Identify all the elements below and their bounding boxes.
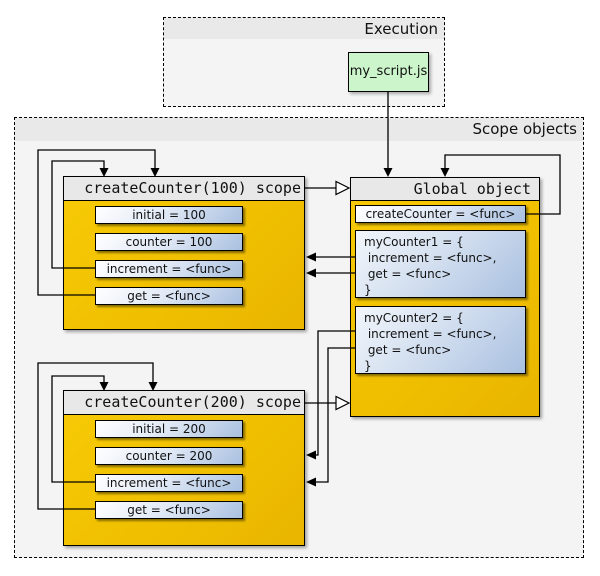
myCounter2-line3: get = <func> [364, 343, 452, 357]
myCounter1-line1: myCounter1 = { [364, 235, 464, 249]
scope100-box: createCounter(100) scope initial = 100 c… [63, 176, 305, 330]
global-object-title: Global object [351, 178, 539, 201]
scope100-var-initial: initial = 100 [95, 206, 243, 224]
execution-group-title: Execution [164, 18, 444, 39]
scope200-var-counter: counter = 200 [95, 447, 243, 465]
scope200-title: createCounter(200) scope [64, 391, 304, 415]
myCounter2-line2: increment = <func>, [364, 327, 497, 341]
scope100-var-get: get = <func> [95, 287, 243, 305]
scope100-title: createCounter(100) scope [64, 177, 304, 201]
global-object-box: Global object createCounter = <func> myC… [350, 177, 540, 417]
global-var-createCounter: createCounter = <func> [355, 205, 526, 223]
scope200-var-get: get = <func> [95, 501, 243, 519]
scope200-var-initial: initial = 200 [95, 420, 243, 438]
scope200-var-increment: increment = <func> [95, 474, 243, 492]
scope-objects-group-title: Scope objects [15, 118, 583, 141]
scope100-var-increment: increment = <func> [95, 260, 243, 278]
scope200-box: createCounter(200) scope initial = 200 c… [63, 390, 305, 546]
script-node: my_script.js [348, 52, 429, 92]
global-var-myCounter1: myCounter1 = { increment = <func>, get =… [355, 230, 526, 298]
myCounter1-line4: } [364, 283, 372, 297]
myCounter1-line3: get = <func> [364, 267, 452, 281]
scope100-var-counter: counter = 100 [95, 233, 243, 251]
myCounter2-line1: myCounter2 = { [364, 311, 464, 325]
myCounter1-line2: increment = <func>, [364, 251, 497, 265]
myCounter2-line4: } [364, 359, 372, 373]
global-var-myCounter2: myCounter2 = { increment = <func>, get =… [355, 306, 526, 374]
